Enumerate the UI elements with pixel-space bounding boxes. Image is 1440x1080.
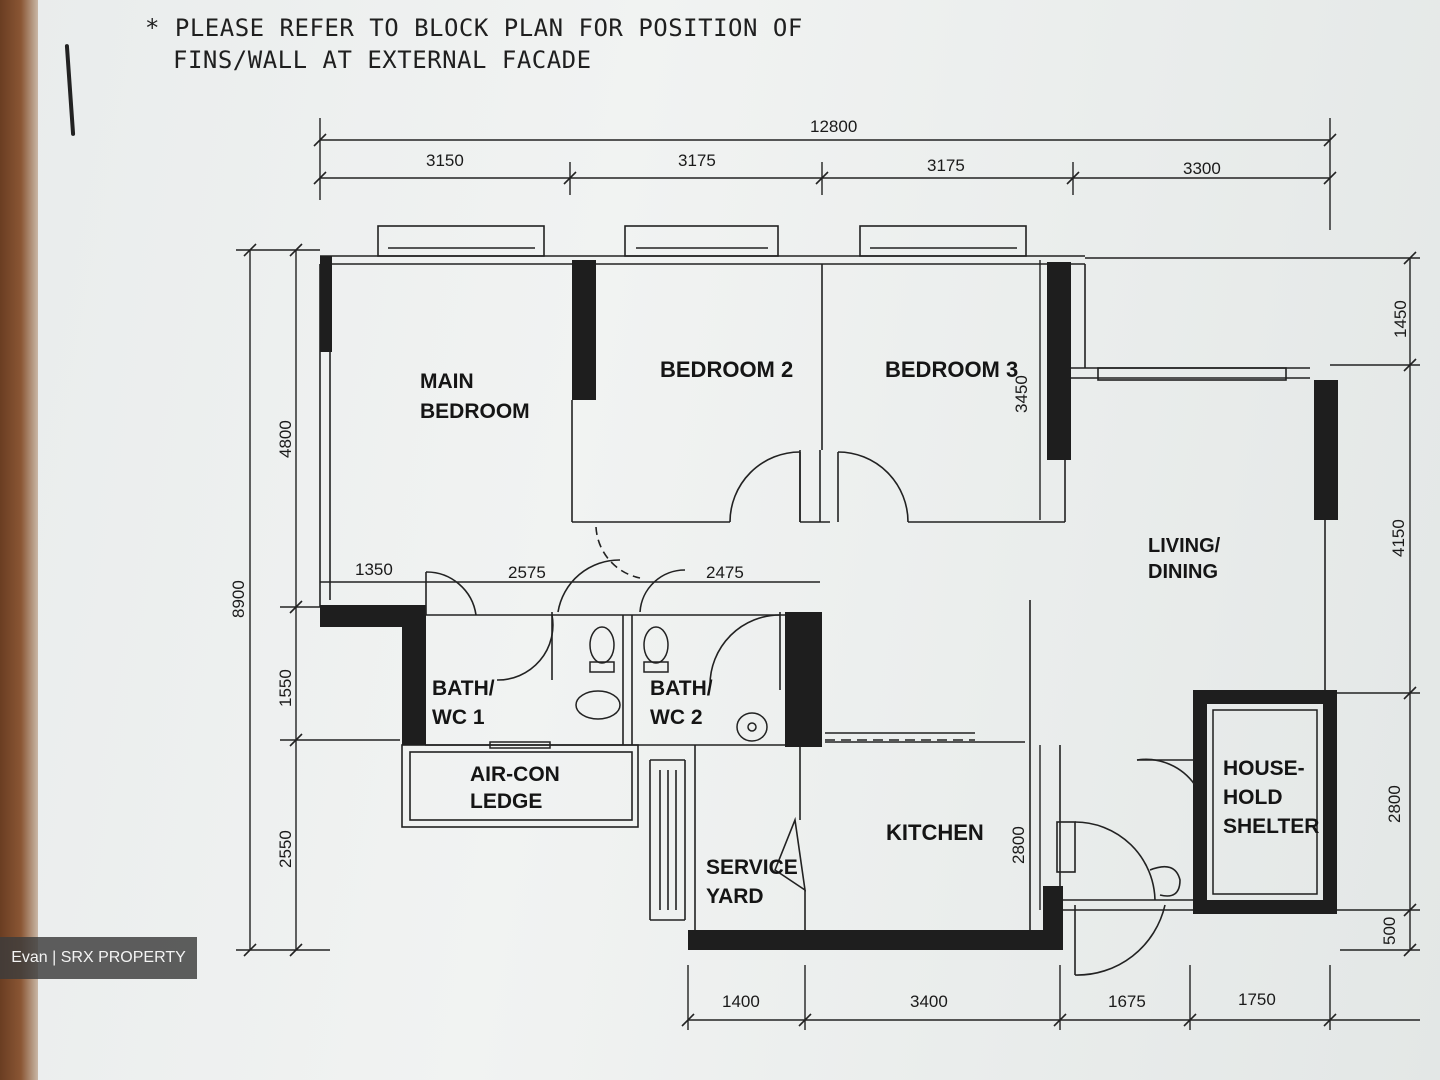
kitchen-label: KITCHEN (886, 820, 984, 845)
dim-top-total: 12800 (810, 117, 857, 136)
main-bedroom-label-2: BEDROOM (420, 400, 530, 423)
header-note-line2: FINS/WALL AT EXTERNAL FACADE (173, 46, 592, 74)
header-note: * PLEASE REFER TO BLOCK PLAN FOR POSITIO… (145, 12, 803, 76)
household-shelter-label-1: HOUSE- (1223, 757, 1305, 780)
dim-corridor-1: 1350 (355, 560, 393, 579)
dim-corridor-3: 2475 (706, 563, 744, 582)
service-yard-label-2: YARD (706, 885, 764, 908)
basin-wc1-icon (575, 690, 621, 720)
paper-background-edge (0, 0, 38, 1080)
dim-bottom-3: 1675 (1108, 992, 1146, 1011)
dim-right-4: 500 (1380, 917, 1399, 945)
toilet-wc2-icon (643, 626, 669, 664)
household-shelter-label-3: SHELTER (1223, 815, 1319, 838)
structural-walls (320, 256, 1338, 950)
dim-left-2: 1550 (276, 669, 295, 707)
dim-bottom-1: 1400 (722, 992, 760, 1011)
bath-wc1-label-1: BATH/ (432, 677, 495, 700)
bath-wc1-label-2: WC 1 (432, 706, 485, 729)
dim-top-3: 3175 (927, 156, 965, 175)
toilet-wc1-icon (589, 626, 615, 664)
dim-right-1: 1450 (1391, 300, 1410, 338)
household-shelter-walls (1193, 690, 1337, 914)
watermark: Evan | SRX PROPERTY (0, 937, 197, 979)
dimension-labels: 12800 3150 3175 3175 3300 1400 3400 1675… (229, 117, 1410, 1011)
aircon-ledge-label-2: LEDGE (470, 790, 542, 813)
bath-wc2-label-1: BATH/ (650, 677, 713, 700)
bath-fixtures (489, 626, 768, 749)
dim-top-2: 3175 (678, 151, 716, 170)
dim-left-3: 2550 (276, 830, 295, 868)
room-labels: MAIN BEDROOM BEDROOM 2 BEDROOM 3 LIVING/… (420, 357, 1319, 908)
bath-wc2-label-2: WC 2 (650, 706, 703, 729)
dimension-lines (236, 118, 1420, 1030)
dim-bottom-2: 3400 (910, 992, 948, 1011)
dimension-ticks (243, 133, 1417, 1027)
dim-top-4: 3300 (1183, 159, 1221, 178)
dim-right-3: 2800 (1385, 785, 1404, 823)
dim-inner-bedroom-3: 3450 (1012, 375, 1031, 413)
aircon-ledge-label-1: AIR-CON (470, 763, 560, 786)
living-dining-label-2: DINING (1148, 561, 1218, 583)
dim-corridor-2: 2575 (508, 563, 546, 582)
dim-left-total: 8900 (229, 580, 248, 618)
living-dining-label-1: LIVING/ (1148, 535, 1221, 557)
bedroom-2-label: BEDROOM 2 (660, 357, 793, 382)
door-swings (425, 451, 1196, 976)
service-yard-label-1: SERVICE (706, 856, 798, 879)
dim-right-2: 4150 (1389, 519, 1408, 557)
basin-wc2-icon (736, 712, 768, 742)
bedroom-3-label: BEDROOM 3 (885, 357, 1018, 382)
dim-top-1: 3150 (426, 151, 464, 170)
header-note-line1: * PLEASE REFER TO BLOCK PLAN FOR POSITIO… (145, 14, 803, 42)
dim-inner-kitchen: 2800 (1009, 826, 1028, 864)
household-shelter-label-2: HOLD (1223, 786, 1283, 809)
dim-left-1: 4800 (276, 420, 295, 458)
dim-bottom-4: 1750 (1238, 990, 1276, 1009)
main-bedroom-label-1: MAIN (420, 370, 474, 393)
thin-walls (319, 225, 1326, 930)
